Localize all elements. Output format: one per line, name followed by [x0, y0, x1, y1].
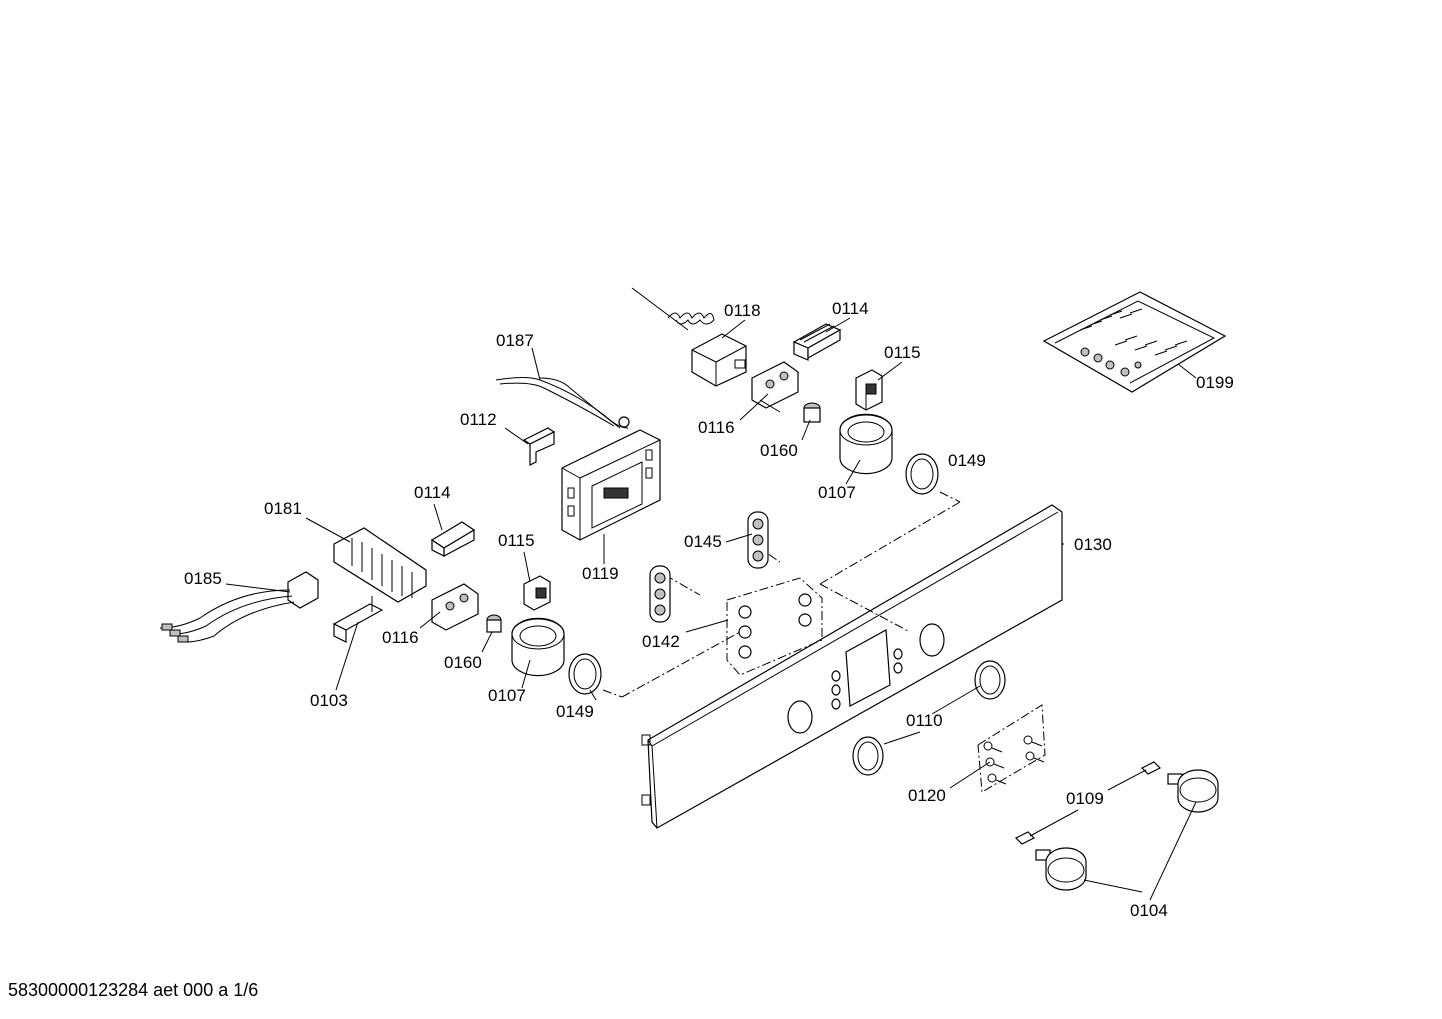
label-0160-lower: 0160 [444, 653, 482, 672]
housing-0107-top [839, 413, 893, 475]
label-0145: 0145 [684, 532, 722, 551]
bracket-0114-top [792, 323, 842, 361]
label-0104: 0104 [1130, 901, 1168, 920]
leader-lines [225, 317, 1197, 901]
label-0109: 0109 [1066, 789, 1104, 808]
label-0160-top: 0160 [760, 441, 798, 460]
housing-0107-lower [511, 617, 565, 677]
bracket-0116-top [751, 361, 799, 413]
label-0114-top: 0114 [832, 299, 869, 318]
label-0116-top: 0116 [698, 418, 735, 437]
label-0149-top: 0149 [948, 451, 986, 470]
trim-ring-0110-b [852, 736, 884, 776]
bracket-0116-lower [431, 583, 479, 631]
wire-harness-0187 [495, 377, 630, 429]
label-0187: 0187 [496, 331, 534, 350]
label-0107-lower: 0107 [488, 686, 526, 705]
thermostat-0118 [631, 287, 747, 387]
lamp-0160-top [803, 402, 821, 423]
bracket-0114-lower [430, 521, 476, 557]
label-0107-top: 0107 [818, 483, 856, 502]
label-0115-lower: 0115 [498, 531, 535, 550]
label-0119: 0119 [582, 564, 619, 583]
label-0149-lower: 0149 [556, 702, 594, 721]
buttons-0142 [738, 593, 812, 659]
screw-bag-0199 [1042, 291, 1227, 393]
knob-0104-b [1035, 847, 1087, 891]
control-panel-0130 [641, 504, 1063, 829]
screws-0120 [983, 735, 1045, 785]
label-0114-lower: 0114 [414, 483, 451, 502]
label-0103: 0103 [310, 691, 348, 710]
lamp-0160-lower [486, 614, 502, 633]
label-0130: 0130 [1074, 535, 1112, 554]
label-0181: 0181 [264, 499, 302, 518]
switch-0115-top [855, 369, 883, 411]
trim-ring-0110-a [974, 660, 1006, 700]
ring-0149-top [905, 453, 939, 495]
label-0185: 0185 [184, 569, 222, 588]
bracket-0103 [332, 596, 384, 643]
label-0110: 0110 [906, 711, 943, 730]
document-id: 58300000123284 aet 000 a 1/6 [8, 980, 259, 1000]
ring-0149-lower [568, 653, 602, 695]
timer-module-0119 [561, 429, 661, 541]
knob-0104-a [1167, 769, 1219, 813]
label-0118: 0118 [724, 301, 761, 320]
label-0112: 0112 [460, 410, 497, 429]
light-guide-0145-b [649, 565, 671, 623]
insert-0109 [1014, 761, 1162, 845]
label-0142: 0142 [642, 632, 680, 651]
connector-0185 [159, 571, 319, 643]
light-guide-0145-a [747, 511, 769, 569]
label-0116-lower: 0116 [382, 628, 419, 647]
clip-0112 [522, 427, 556, 466]
label-0199: 0199 [1196, 373, 1234, 392]
assembly-lines [602, 491, 1046, 793]
terminal-block-0181 [333, 527, 427, 603]
part-labels: 0118 0114 0187 0115 0199 0112 0116 0160 … [184, 299, 1234, 920]
label-0120: 0120 [908, 786, 946, 805]
label-0115-top: 0115 [884, 343, 921, 362]
switch-0115-lower [523, 575, 551, 611]
